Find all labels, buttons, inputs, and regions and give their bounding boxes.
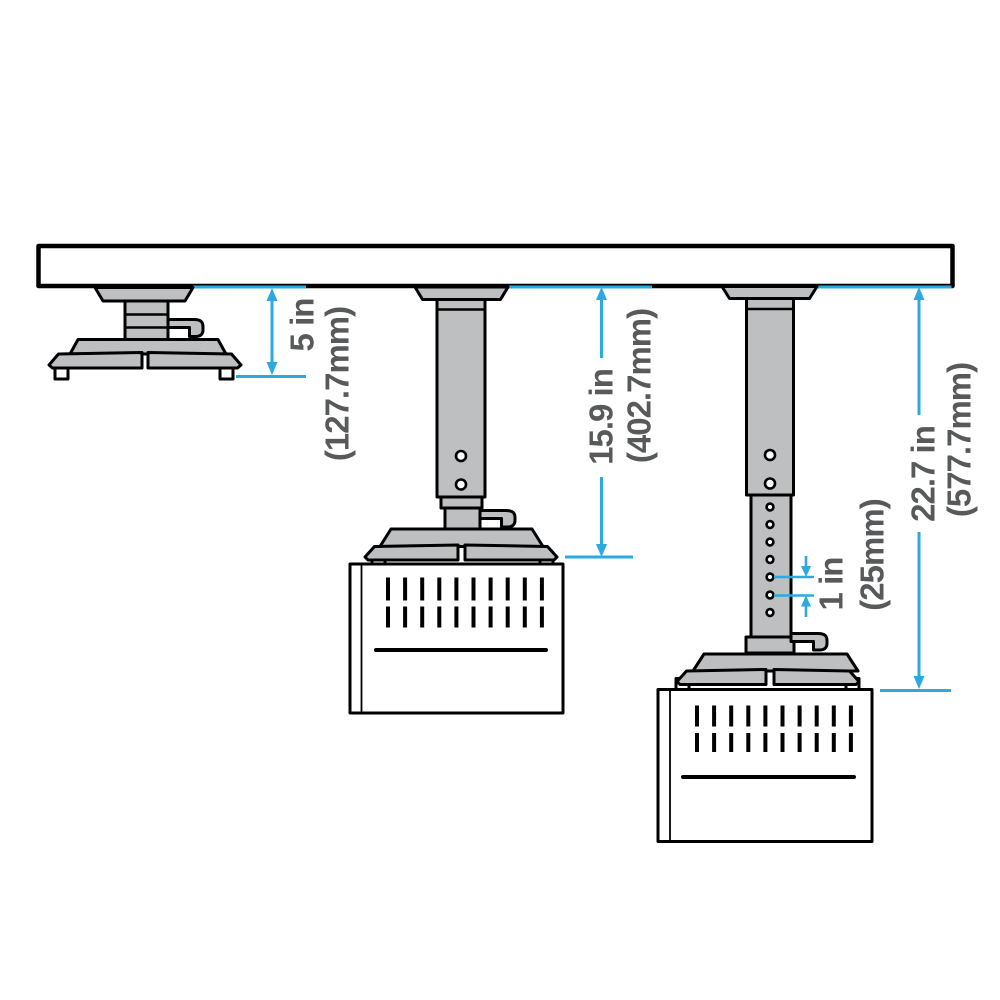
clamp-collar	[744, 635, 796, 655]
pitch-hole	[765, 607, 775, 618]
adapter-wing-right	[146, 351, 243, 370]
adapter-wing-left	[675, 668, 768, 686]
mount-fully-extended	[674, 285, 861, 693]
arrowhead-up-icon	[913, 287, 925, 300]
ceiling	[36, 243, 955, 289]
dimension-label-metric: (127.7mm)	[319, 307, 356, 461]
projector-middle	[348, 562, 565, 715]
pitch-hole	[765, 537, 775, 547]
projector-right	[656, 688, 874, 843]
mount-retracted	[47, 286, 243, 381]
pitch-hole	[765, 519, 775, 530]
pitch-hole	[765, 502, 775, 512]
arrowhead-down-icon	[596, 544, 607, 557]
arrowhead-up-icon	[801, 595, 811, 607]
mount-mid-extended	[363, 285, 559, 570]
spider-plate	[378, 527, 545, 548]
dimension-label-inches: 1 in	[813, 558, 850, 611]
adapter-wing-left	[47, 351, 144, 370]
lock-hook	[789, 632, 829, 652]
ceiling-slab	[36, 243, 955, 289]
outer-tube	[435, 298, 487, 499]
lock-hook	[166, 318, 205, 338]
adjustment-hole	[454, 449, 468, 463]
dimension-label-inches: 5 in	[284, 299, 321, 352]
arrowhead-up-icon	[596, 287, 607, 300]
ceiling-flange	[93, 286, 195, 303]
arrowhead-up-icon	[266, 288, 278, 301]
dimension-fully-extended: 22.7 in (577.7mm)	[880, 287, 978, 692]
arrowhead-down-icon	[266, 362, 278, 375]
dimension-mid-extended: 15.9 in (402.7mm)	[565, 287, 658, 559]
inner-tube	[439, 495, 484, 510]
dimension-label-metric: (402.7mm)	[621, 309, 658, 463]
pitch-hole	[765, 554, 775, 565]
ceiling-flange	[720, 285, 819, 300]
adapter-wing-left	[363, 543, 460, 562]
pitch-hole	[765, 572, 775, 582]
dimension-retracted: 5 in (127.7mm)	[236, 288, 356, 461]
adjustment-hole	[763, 448, 777, 462]
dimension-label-metric: (25mm)	[854, 499, 891, 610]
dimension-label-inches: 15.9 in	[583, 369, 620, 465]
clamp-collar	[443, 506, 482, 531]
adjustment-hole	[763, 477, 777, 490]
dimension-label-inches: 22.7 in	[905, 426, 942, 522]
adjustment-hole	[454, 478, 468, 491]
adapter-wing-right	[772, 668, 861, 686]
column	[123, 299, 170, 342]
arrowhead-down-icon	[913, 676, 925, 689]
spider-plate	[691, 652, 860, 673]
arrowhead-down-icon	[801, 566, 811, 577]
outer-tube	[745, 297, 795, 497]
lock-hook	[478, 509, 517, 529]
dimension-hole-pitch: 1 in (25mm)	[774, 499, 891, 617]
pitch-hole	[765, 590, 775, 600]
dimension-label-metric: (577.7mm)	[941, 363, 978, 517]
adapter-wing-right	[463, 543, 559, 562]
ceiling-flange	[413, 285, 510, 301]
